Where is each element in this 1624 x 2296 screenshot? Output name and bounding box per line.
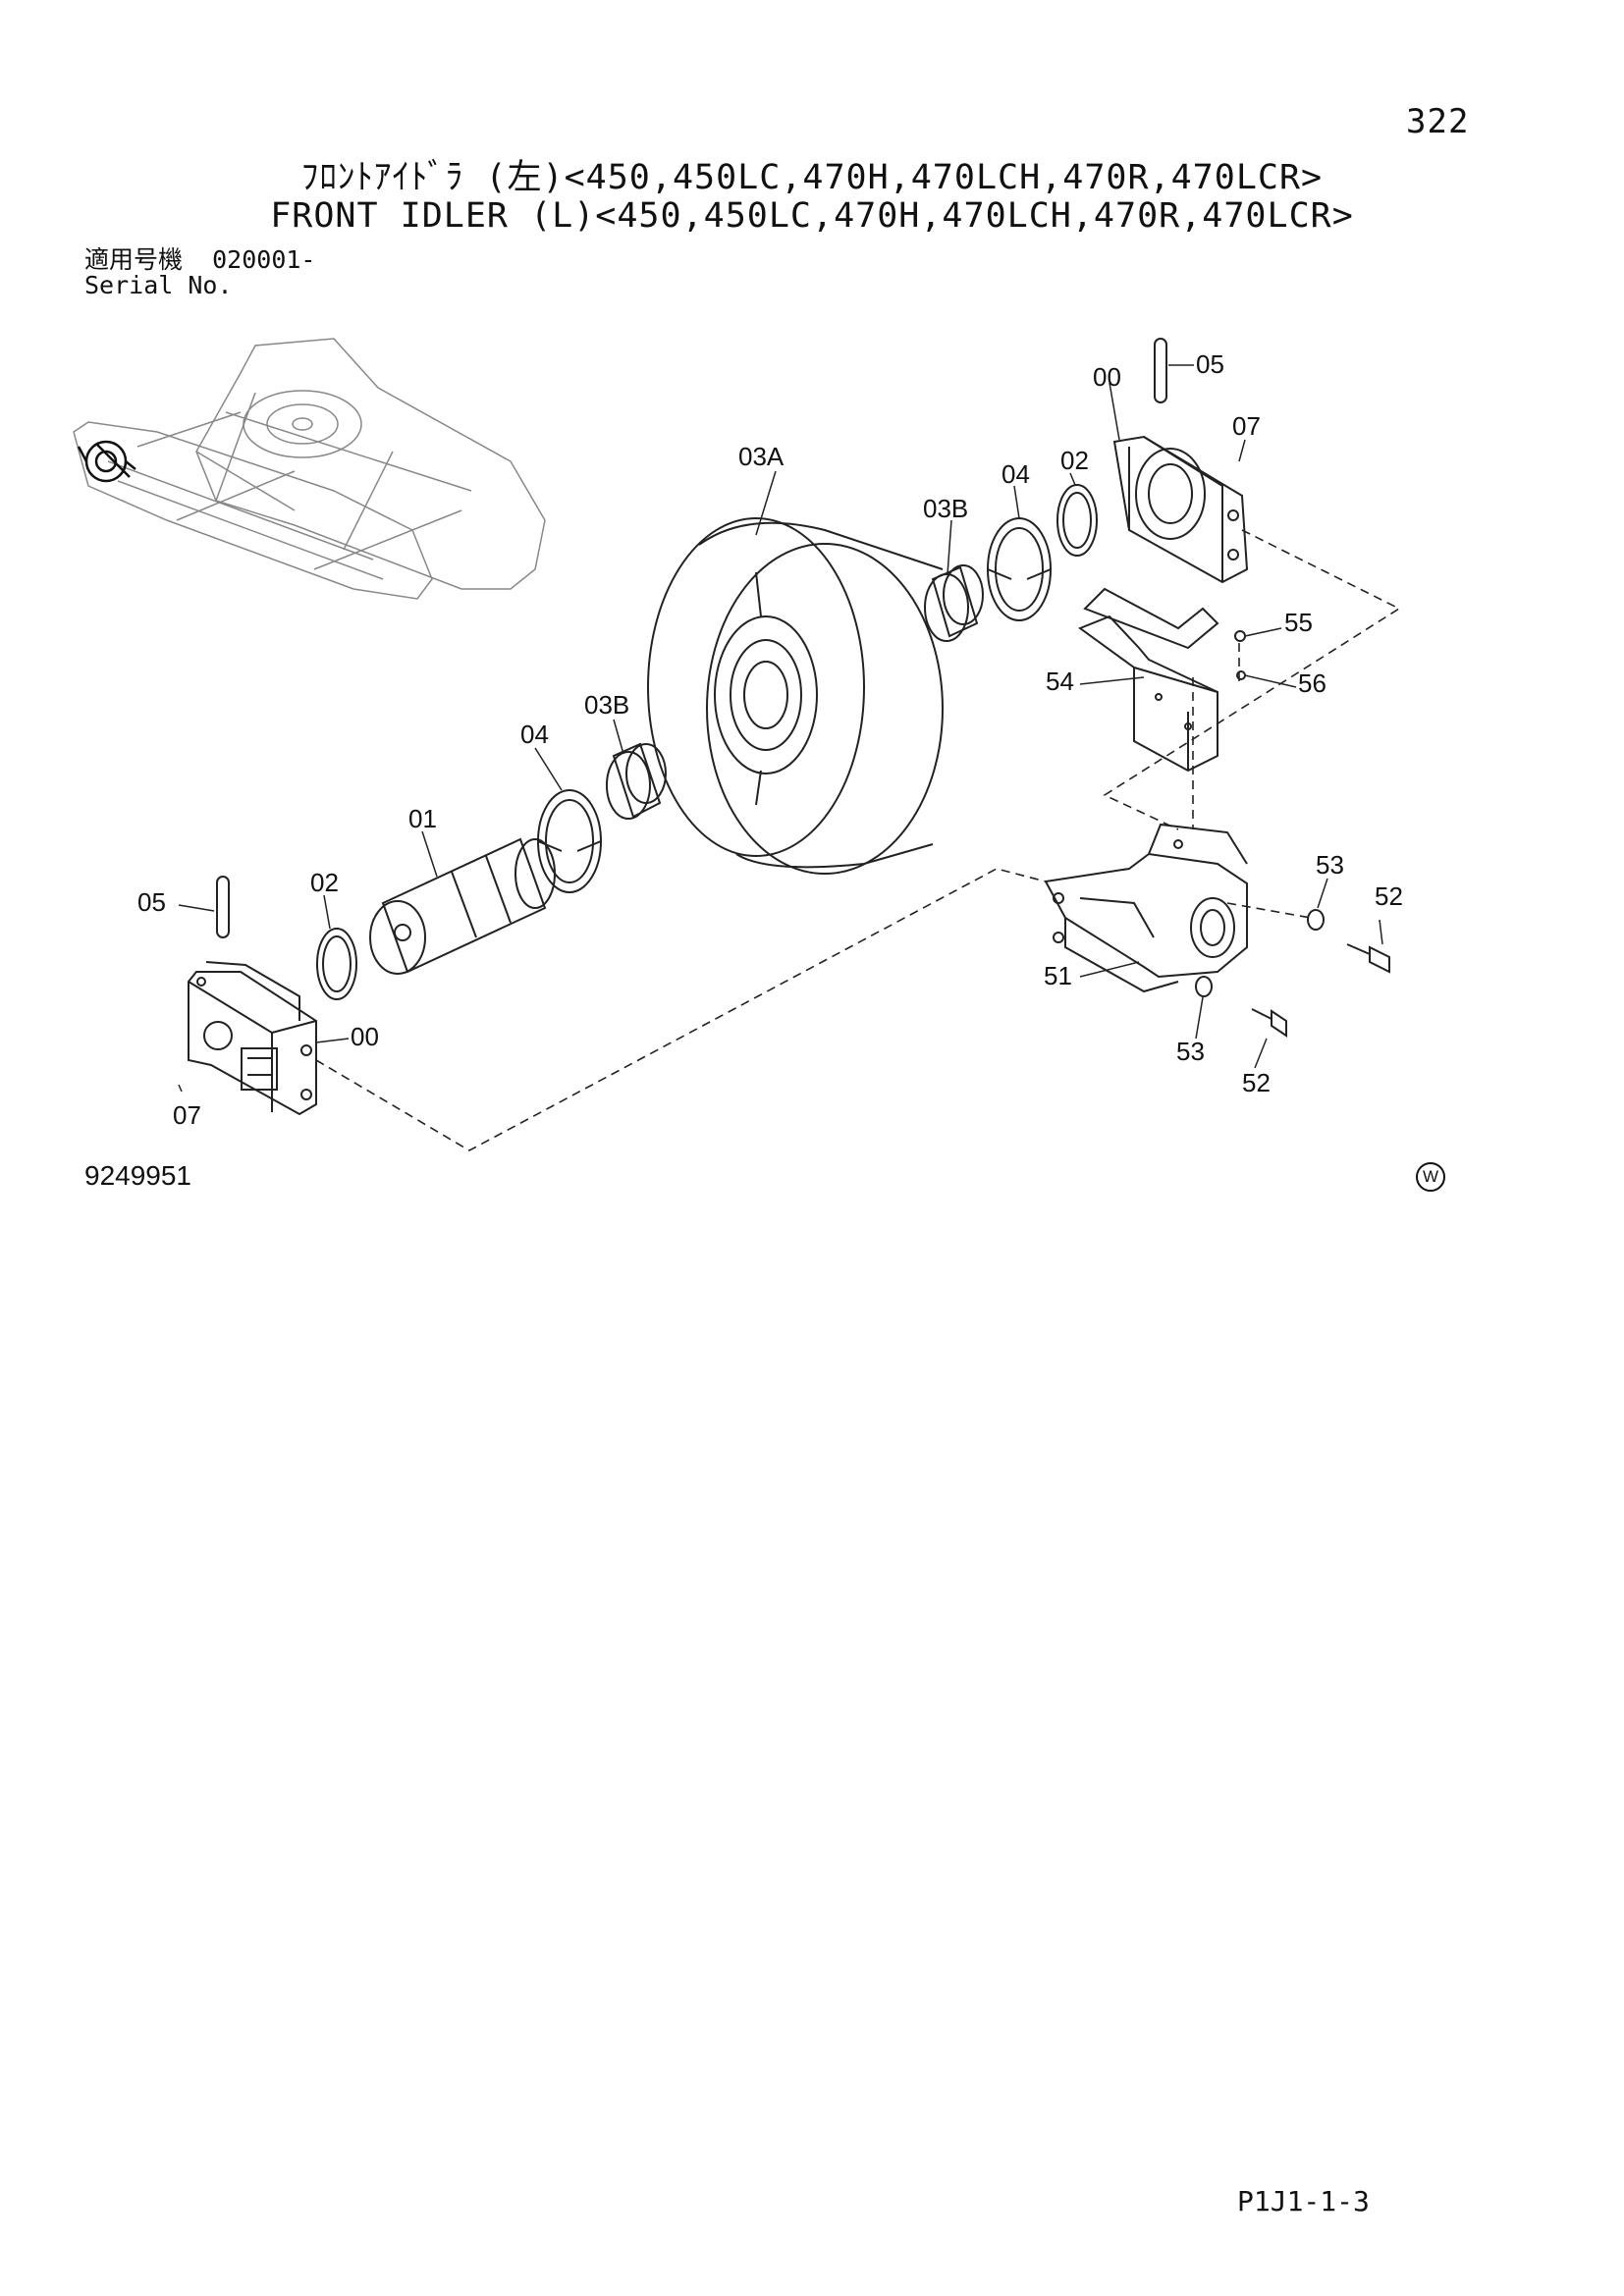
bushings	[606, 564, 984, 820]
idler-wheel	[647, 517, 944, 875]
callout-55: 55	[1284, 608, 1313, 637]
serial-block: 適用号機 020001- Serial No.	[84, 247, 315, 298]
serial-row-jp: 適用号機 020001-	[84, 247, 315, 273]
callout-52-lower: 52	[1242, 1068, 1271, 1097]
serial-label-jp: 適用号機	[84, 245, 184, 274]
shaft	[369, 837, 556, 975]
bracket-left	[188, 961, 317, 1116]
support	[1044, 823, 1248, 993]
support-fasteners	[1195, 909, 1390, 1038]
callout-02-right: 02	[1060, 446, 1089, 475]
title-japanese: ﾌﾛﾝﾄｱｲﾄﾞﾗ (左)<450,450LC,470H,470LCH,470R…	[300, 158, 1324, 197]
guard	[1077, 587, 1219, 773]
callout-52-upper: 52	[1375, 881, 1403, 911]
bracket-right	[1112, 435, 1249, 584]
callout-04-right: 04	[1001, 459, 1030, 489]
title-english: FRONT IDLER (L)<450,450LC,470H,470LCH,47…	[270, 196, 1354, 236]
small-fasteners	[1234, 630, 1246, 680]
callout-00-left: 00	[351, 1022, 379, 1051]
callout-04-left: 04	[520, 720, 549, 749]
callout-51: 51	[1044, 961, 1072, 990]
callout-07-left: 07	[173, 1100, 201, 1130]
callout-07-right: 07	[1232, 411, 1261, 441]
callout-labels: 00 05 07 03A 04 02 03B 55 54 56 03B 04 0…	[137, 349, 1403, 1130]
callout-02-left: 02	[310, 868, 339, 897]
undercarriage-inset	[73, 338, 546, 600]
w-mark-icon: W	[1416, 1162, 1445, 1192]
exploded-parts-diagram: 00 05 07 03A 04 02 03B 55 54 56 03B 04 0…	[73, 338, 1403, 1151]
callout-03A: 03A	[738, 442, 785, 471]
serial-value: 020001-	[212, 245, 316, 274]
callout-00-right: 00	[1093, 362, 1121, 392]
callout-03B-right: 03B	[923, 494, 968, 523]
o-rings	[316, 484, 1098, 1000]
callout-01: 01	[408, 804, 437, 833]
callout-54: 54	[1046, 667, 1074, 696]
callout-05-left: 05	[137, 887, 166, 917]
serial-label-en: Serial No.	[84, 271, 233, 299]
callout-53-upper: 53	[1316, 850, 1344, 880]
page-number: 322	[1406, 102, 1470, 141]
callout-56: 56	[1298, 668, 1326, 698]
drawing-number: 9249951	[84, 1160, 192, 1191]
callout-05-right: 05	[1196, 349, 1224, 379]
pins	[216, 338, 1167, 938]
callout-53-lower: 53	[1176, 1037, 1205, 1066]
page-code: P1J1-1-3	[1237, 2185, 1370, 2217]
leader-lines	[178, 364, 1383, 1093]
callout-03B-left: 03B	[584, 690, 629, 720]
assembly-lines	[315, 529, 1401, 1151]
